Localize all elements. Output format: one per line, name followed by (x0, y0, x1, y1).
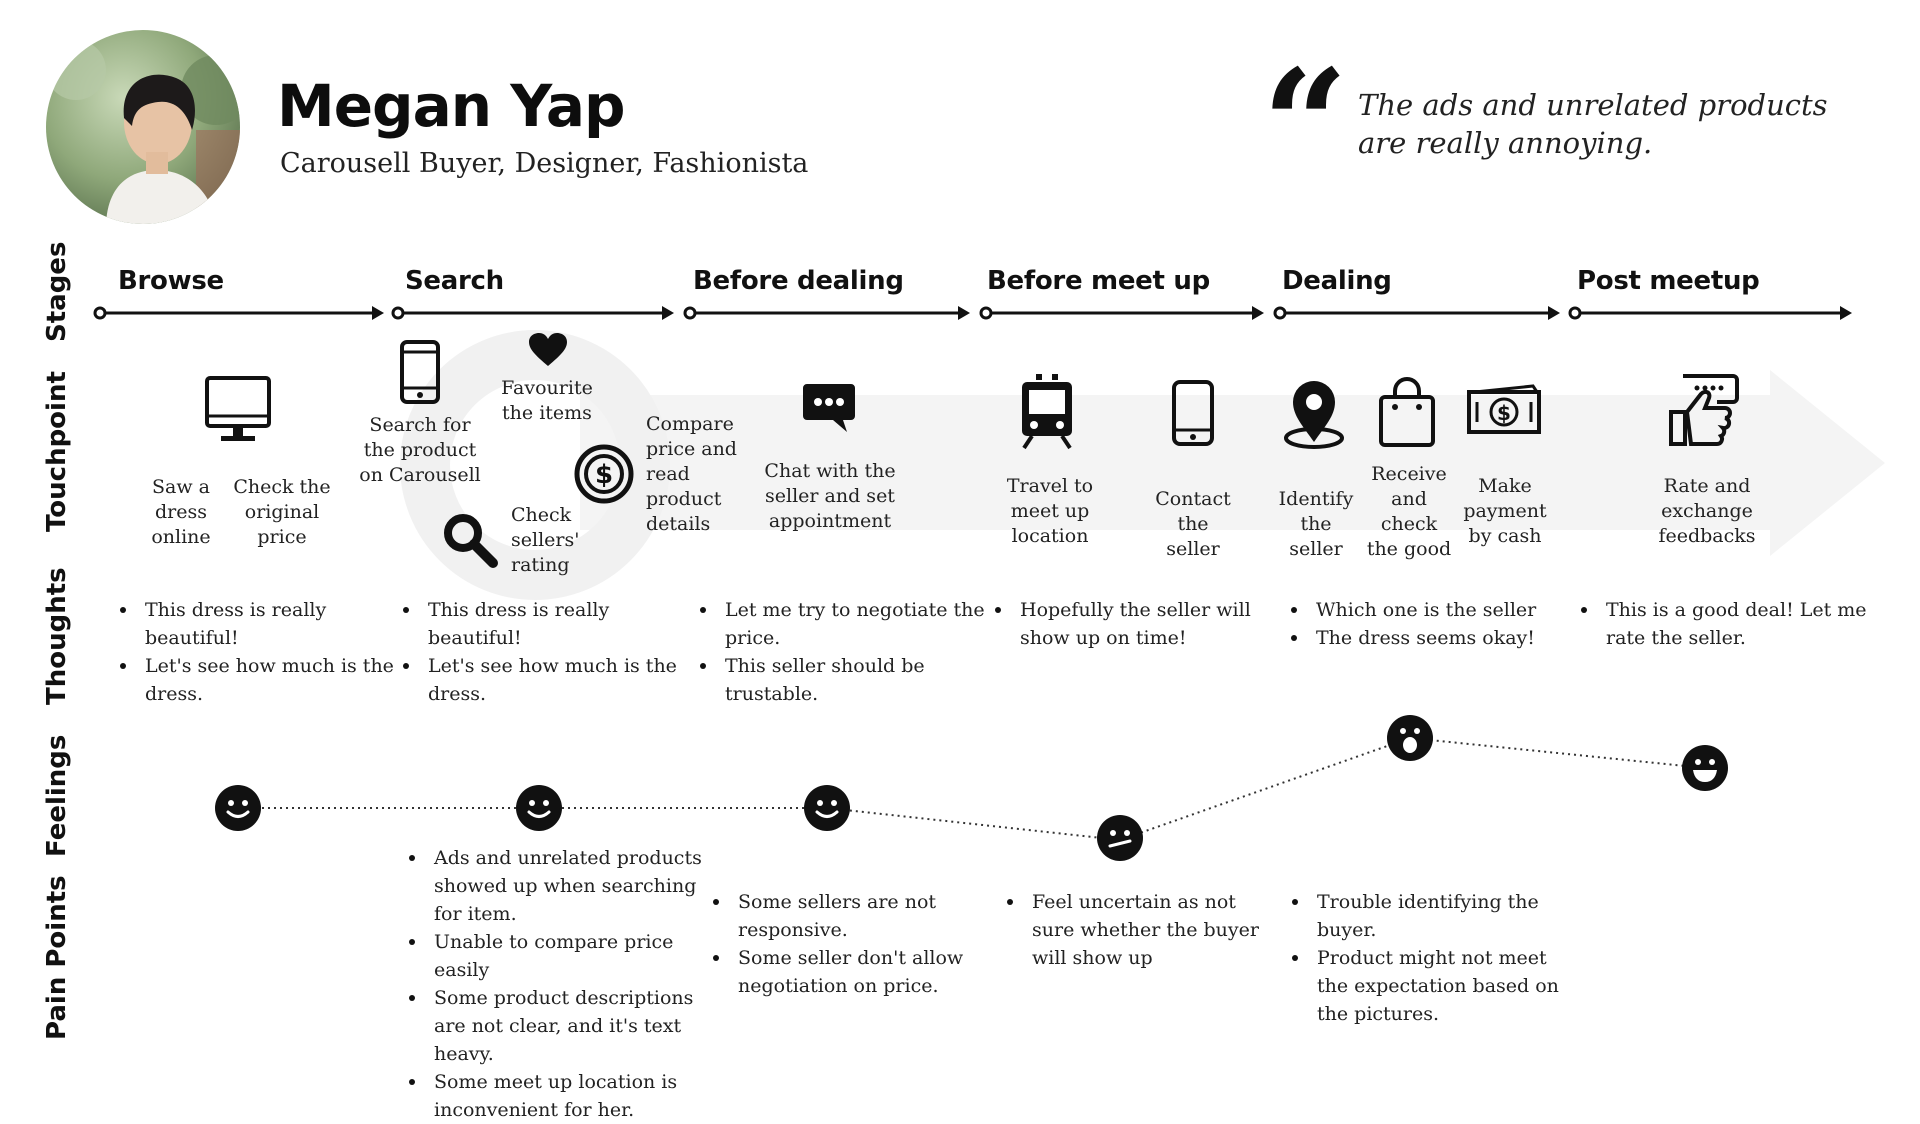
stage-browse: Browse (118, 266, 224, 296)
touchpoint-travel: Travel to meet up location (1006, 475, 1094, 547)
list-item: Some product descriptions are not clear,… (409, 984, 718, 1068)
list-item: Let's see how much is the dress. (120, 652, 407, 708)
monitor-icon (205, 376, 271, 441)
thoughts-before-dealing: Let me try to negotiate the price. This … (697, 596, 1005, 708)
persona-role: Carousell Buyer, Designer, Fashionista (280, 148, 809, 179)
stage-arrowhead (958, 306, 970, 320)
list-item: Feel uncertain as not sure whether the b… (1007, 888, 1282, 972)
list-item: The dress seems okay! (1291, 624, 1578, 652)
list-item: Trouble identifying the buyer. (1292, 888, 1567, 944)
touchpoint-saw-dress: Saw a dress online (151, 476, 211, 548)
excited-face-icon (1387, 715, 1433, 761)
touchpoint-compare: Compare price and read product details (646, 413, 737, 535)
touchpoint-chat: Chat with the seller and set appointment (764, 460, 896, 532)
list-item: This is a good deal! Let me rate the sel… (1581, 596, 1896, 652)
quote-mark-icon: “ (1262, 37, 1349, 213)
thoughts-before-meetup: Hopefully the seller will show up on tim… (992, 596, 1276, 652)
list-item: This dress is really beautiful! (403, 596, 690, 652)
touchpoint-payment: Make payment by cash (1463, 475, 1547, 547)
touchpoint-check-price: Check the original price (233, 476, 331, 548)
pain-points-dealing: Trouble identifying the buyer. Product m… (1289, 888, 1567, 1028)
search-highlight-circle (400, 330, 670, 600)
list-item: Let's see how much is the dress. (403, 652, 690, 708)
stage-dealing: Dealing (1282, 266, 1392, 296)
stage-post-meetup: Post meetup (1577, 266, 1760, 296)
pain-points-before-dealing: Some sellers are not responsive. Some se… (710, 888, 988, 1000)
list-item: Ads and unrelated products showed up whe… (409, 844, 718, 928)
background-decoration (400, 330, 1885, 600)
thoughts-browse: This dress is really beautiful! Let's se… (117, 596, 407, 708)
stage-before-meet-up: Before meet up (987, 266, 1210, 296)
touchpoint-identify: Identify the seller (1278, 488, 1354, 560)
thumbs-up-icon (1669, 374, 1739, 446)
mobile-icon (1172, 380, 1214, 446)
svg-text:$: $ (595, 460, 613, 490)
cash-icon: $ (1467, 384, 1541, 434)
phone-icon (400, 340, 440, 404)
touchpoint-receive: Receive and check the good (1366, 463, 1452, 560)
stage-arrowhead (1252, 306, 1264, 320)
thoughts-post-meetup: This is a good deal! Let me rate the sel… (1578, 596, 1896, 652)
stage-arrowhead (1840, 306, 1852, 320)
list-item: Let me try to negotiate the price. (700, 596, 1005, 652)
list-item: Some meet up location is inconvenient fo… (409, 1068, 718, 1124)
stage-arrowhead (662, 306, 674, 320)
list-item: Some seller don't allow negotiation on p… (713, 944, 988, 1000)
smile-face-icon (516, 785, 562, 831)
list-item: This dress is really beautiful! (120, 596, 407, 652)
thoughts-search: This dress is really beautiful! Let's se… (400, 596, 690, 708)
list-item: This seller should be trustable. (700, 652, 1005, 708)
stage-arrowhead (372, 306, 384, 320)
unsure-face-icon (1097, 815, 1143, 861)
touchpoint-search-product: Search for the product on Carousell (359, 414, 481, 486)
list-item: Some sellers are not responsive. (713, 888, 988, 944)
touchpoint-favourite: Favourite the items (501, 377, 593, 424)
smile-face-icon (215, 785, 261, 831)
stage-timeline (93, 306, 1852, 320)
chat-bubble-icon (803, 384, 855, 432)
heart-icon (529, 333, 567, 366)
touchpoint-rate: Rate and exchange feedbacks (1658, 475, 1756, 547)
list-item: Which one is the seller (1291, 596, 1578, 624)
list-item: Hopefully the seller will show up on tim… (995, 596, 1276, 652)
grin-face-icon (1682, 745, 1728, 791)
smile-face-icon (804, 785, 850, 831)
dollar-coin-icon: $ (574, 444, 634, 504)
stage-arrowhead (1548, 306, 1560, 320)
persona-name: Megan Yap (277, 72, 626, 140)
shopping-bag-icon (1379, 377, 1435, 447)
list-item: Product might not meet the expectation b… (1292, 944, 1567, 1028)
svg-text:$: $ (1497, 401, 1511, 425)
touchpoint-check-rating: Check sellers' rating (511, 504, 580, 576)
magnifier-icon (444, 514, 498, 568)
thoughts-dealing: Which one is the seller The dress seems … (1288, 596, 1578, 652)
pain-points-search: Ads and unrelated products showed up whe… (406, 844, 718, 1124)
location-pin-icon (1284, 381, 1344, 449)
touchpoint-band-arrow (580, 370, 1885, 556)
persona-quote: The ads and unrelated products are reall… (1358, 88, 1828, 160)
train-icon (1022, 374, 1072, 450)
stage-before-dealing: Before dealing (693, 266, 904, 296)
touchpoint-contact: Contact the seller (1155, 488, 1231, 560)
pain-points-before-meetup: Feel uncertain as not sure whether the b… (1004, 888, 1282, 972)
list-item: Unable to compare price easily (409, 928, 718, 984)
stage-search: Search (405, 266, 504, 296)
